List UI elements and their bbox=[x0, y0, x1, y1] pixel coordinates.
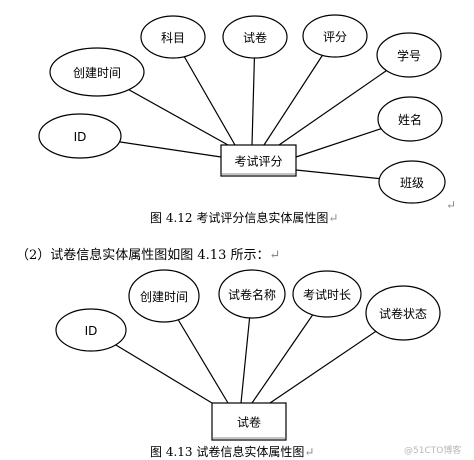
fig-4-13-attr-paper-name-label: 试卷名称 bbox=[228, 287, 276, 302]
fig-4-13-entity-box bbox=[211, 402, 287, 441]
fig-4-12-attr-name-ellipse bbox=[377, 96, 443, 142]
fig-4-12-attr-paper-label: 试卷 bbox=[243, 30, 267, 45]
fig-4-12-attr-subject-label: 科目 bbox=[161, 31, 185, 45]
fig-4-12-attr-score-ellipse bbox=[302, 14, 368, 58]
fig-4-13-attr-exam-duration-ellipse bbox=[292, 270, 362, 318]
fig-4-12-attr-paper-ellipse bbox=[222, 15, 288, 59]
fig-4-13-attr-paper-status-ellipse bbox=[365, 285, 441, 341]
fig-4-12-attr-name-label: 姓名 bbox=[398, 112, 422, 127]
fig-4-12-attr-student-id-label: 学号 bbox=[397, 48, 421, 63]
fig-4-12-attr-created-time-ellipse bbox=[49, 47, 145, 97]
fig-4-12-attr-student-id-ellipse bbox=[376, 32, 442, 78]
fig-4-13-attr-exam-duration-label: 考试时长 bbox=[303, 287, 351, 302]
paragraph-text: （2）试卷信息实体属性图如图 4.13 所示：↵ bbox=[16, 248, 281, 263]
figure-4-12-caption: 图 4.12 考试评分信息实体属性图↵ bbox=[150, 211, 339, 225]
fig-4-12-entity-label: 考试评分 bbox=[234, 154, 282, 169]
fig-4-12-attr-class-label: 班级 bbox=[400, 176, 424, 190]
watermark: @51CTO博客 bbox=[404, 446, 462, 456]
fig-4-13-attr-id-label: ID bbox=[85, 324, 98, 338]
figure-4-13-caption: 图 4.13 试卷信息实体属性图↵ bbox=[150, 445, 315, 459]
fig-4-13-attr-id-ellipse bbox=[55, 308, 127, 352]
fig-4-12-attr-id-label: ID bbox=[74, 130, 87, 144]
fig-4-12-attr-score-label: 评分 bbox=[323, 30, 347, 44]
fig-4-13-attr-paper-name-ellipse bbox=[218, 269, 286, 319]
fig-4-13-attr-created-time-label: 创建时间 bbox=[140, 290, 188, 304]
fig-4-12-attr-id-ellipse bbox=[38, 113, 122, 159]
return-mark: ↵ bbox=[446, 198, 457, 212]
fig-4-12-attr-created-time-label: 创建时间 bbox=[73, 66, 121, 80]
fig-4-13-attr-created-time-ellipse bbox=[128, 269, 200, 323]
fig-4-12-attr-class-ellipse bbox=[378, 160, 446, 204]
fig-4-13-attr-paper-status-label: 试卷状态 bbox=[379, 306, 427, 321]
fig-4-12-entity-box bbox=[220, 144, 297, 177]
fig-4-13-entity-label: 试卷 bbox=[237, 415, 261, 430]
fig-4-12-attr-subject-ellipse bbox=[140, 15, 206, 59]
